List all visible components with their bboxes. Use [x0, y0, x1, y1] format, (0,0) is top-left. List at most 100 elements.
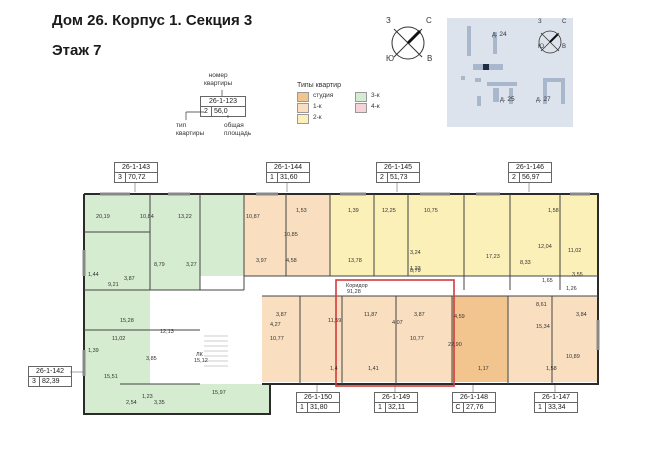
room-area-label: 8,33	[520, 260, 531, 266]
apartment-type: 1	[535, 403, 546, 412]
minimap-compass-s: Ю	[538, 44, 545, 50]
room-area-label: 8,79	[154, 262, 165, 268]
site-minimap	[447, 18, 573, 127]
legend-title: Типы квартир	[297, 82, 341, 89]
legend-label: студия	[313, 92, 334, 99]
minimap-compass-n: С	[562, 19, 567, 25]
apartment-type: 2	[509, 173, 520, 182]
room-area-label: 3,24	[410, 250, 421, 256]
apartment-area: 82,39	[42, 378, 60, 385]
room-area-label: 8,61	[536, 302, 547, 308]
minimap-bldg-27: д. 27	[536, 96, 551, 103]
room-area-label: 1,58	[548, 208, 559, 214]
key-sample-area: 56,0	[214, 108, 228, 115]
selected-apartment-highlight	[335, 279, 455, 387]
apartment-145-area	[330, 194, 464, 276]
room-area-label: 1,4	[330, 366, 338, 372]
apartment-type: 2	[377, 173, 388, 182]
room-area-label: 1,39	[348, 208, 359, 214]
room-area-label: 13,78	[348, 258, 362, 264]
room-area-label: 10,77	[410, 336, 424, 342]
apartment-area: 27,76	[466, 404, 484, 411]
apartment-area: 31,60	[280, 174, 298, 181]
room-area-label: 1,65	[542, 278, 553, 284]
legend-label: 4-к	[371, 103, 380, 110]
room-area-label: 3,27	[186, 262, 197, 268]
apartment-number: 26-1-148	[453, 393, 495, 403]
compass-e: В	[427, 54, 433, 63]
corridor-area-label: 91,28	[347, 289, 361, 295]
legend-swatch	[297, 92, 309, 102]
room-area-label: 3,85	[146, 356, 157, 362]
apartment-147-area	[508, 296, 598, 382]
room-area-label: 12,04	[538, 244, 552, 250]
apartment-type: 3	[29, 377, 40, 386]
apartment-area: 51,73	[390, 174, 408, 181]
room-area-label: 3,84	[576, 312, 587, 318]
stair-core	[200, 330, 254, 376]
room-area-label: 20,19	[96, 214, 110, 220]
apartment-area: 33,34	[548, 404, 566, 411]
hall-area-label: 15,12	[194, 358, 208, 364]
apartment-148-area	[452, 296, 508, 382]
room-area-label: 1,41	[368, 366, 379, 372]
minimap-bldg-24: д. 24	[492, 31, 507, 38]
room-area-label: 10,87	[246, 214, 260, 220]
stairs-icon	[204, 335, 228, 367]
page-title: Дом 26. Корпус 1. Секция 3	[52, 12, 253, 29]
room-area-label: 10,85	[284, 232, 298, 238]
apartment-area: 32,11	[388, 404, 405, 411]
room-area-label: 3,87	[414, 312, 425, 318]
apartment-number: 26-1-145	[377, 163, 419, 173]
minimap-compass-w: З	[538, 19, 542, 25]
room-area-label: 3,55	[572, 272, 583, 278]
room-area-label: 8,79	[410, 268, 421, 274]
room-area-label: 1,17	[478, 366, 489, 372]
room-area-label: 22,90	[448, 342, 462, 348]
room-area-label: 2,54	[126, 400, 137, 406]
compass-w: З	[386, 16, 391, 25]
apartment-type: 1	[297, 403, 308, 412]
key-connectors	[185, 90, 229, 120]
room-area-label: 3,87	[124, 276, 135, 282]
apartment-number: 26-1-147	[535, 393, 577, 403]
key-number-label: номер квартиры	[204, 72, 233, 87]
compass-n: С	[426, 16, 432, 25]
legend-label: 1-к	[313, 103, 322, 110]
windows	[82, 192, 600, 376]
apartment-number: 26-1-144	[267, 163, 309, 173]
room-area-label: 11,02	[112, 336, 126, 342]
key-area-label: общая площадь	[224, 122, 252, 137]
room-area-label: 1,39	[88, 348, 99, 354]
room-area-label: 1,23	[410, 266, 421, 272]
legend-label: 3-к	[371, 92, 380, 99]
room-area-label: 17,23	[486, 254, 500, 260]
interior-walls	[84, 194, 598, 385]
legend-swatch	[297, 114, 309, 124]
room-area-label: 1,23	[142, 394, 153, 400]
apartment-150-area	[262, 296, 342, 382]
apartment-type: 1	[267, 173, 278, 182]
room-area-label: 11,02	[568, 248, 582, 254]
room-area-label: 10,84	[140, 214, 154, 220]
room-area-label: 15,97	[212, 390, 226, 396]
room-area-label: 3,35	[154, 400, 165, 406]
room-area-label: 11,87	[364, 312, 378, 318]
apartment-146-area	[464, 194, 598, 290]
apartment-type: С	[453, 403, 464, 412]
apartment-number: 26-1-150	[297, 393, 339, 403]
legend-swatch	[355, 92, 367, 102]
room-area-label: 10,89	[566, 354, 580, 360]
room-area-label: 3,87	[276, 312, 287, 318]
apartment-143-area	[84, 194, 270, 414]
